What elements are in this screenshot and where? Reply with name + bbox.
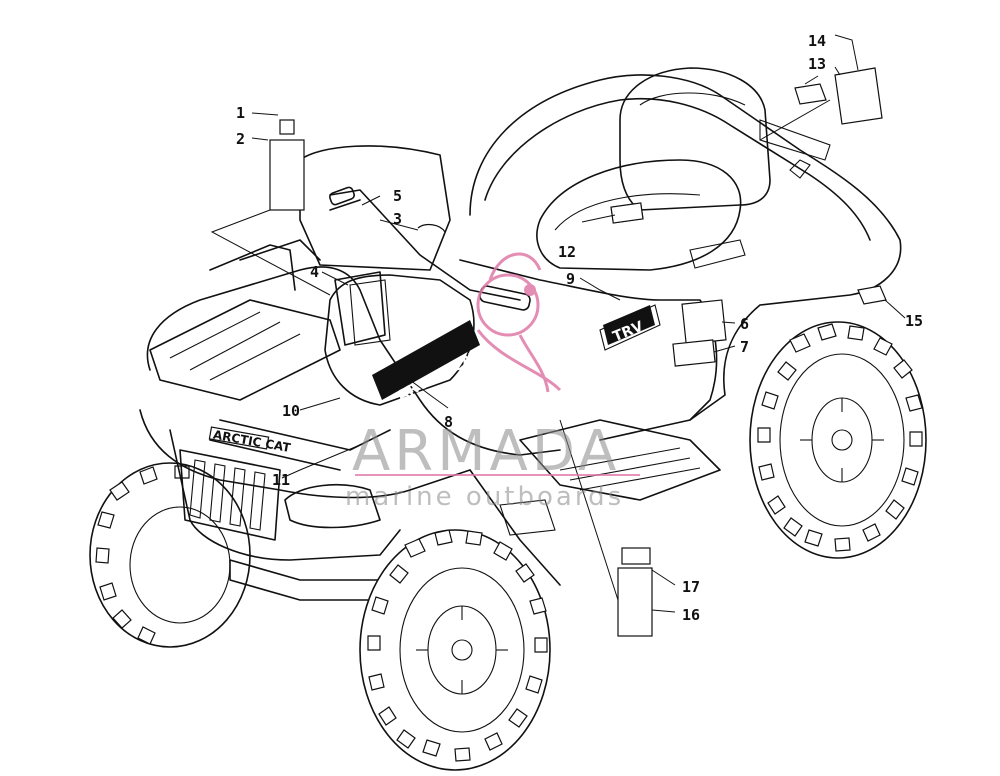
decal-13 — [794, 83, 827, 105]
callout-9: 9 — [566, 270, 575, 288]
decal-17 — [621, 547, 651, 565]
callout-6: 6 — [740, 315, 749, 333]
callout-17: 17 — [682, 578, 700, 596]
decal-2 — [269, 139, 305, 211]
callout-5: 5 — [393, 187, 402, 205]
callout-15: 15 — [905, 312, 923, 330]
decal-14 — [834, 67, 883, 125]
callout-2: 2 — [236, 130, 245, 148]
callout-11: 11 — [272, 471, 290, 489]
decal-7 — [672, 339, 716, 367]
callout-12: 12 — [558, 243, 576, 261]
callout-1: 1 — [236, 104, 245, 122]
callout-14: 14 — [808, 32, 826, 50]
tank-decal: ARCTIC CAT — [372, 320, 483, 405]
callout-7: 7 — [740, 338, 749, 356]
decal-1 — [279, 119, 295, 135]
callout-8: 8 — [444, 413, 453, 431]
decal-15 — [857, 285, 887, 305]
callout-10: 10 — [282, 402, 300, 420]
callout-labels: 1 2 3 4 5 6 7 8 9 10 11 12 13 14 15 16 1… — [236, 32, 923, 624]
side-badge-decal: TRV — [603, 305, 655, 345]
callout-16: 16 — [682, 606, 700, 624]
grille-badge-text: ARCTIC CAT — [212, 428, 292, 456]
decal-12 — [610, 202, 644, 224]
decal-6 — [681, 299, 727, 345]
leader-lines — [210, 34, 906, 613]
decal-pieces — [269, 67, 887, 637]
front-right-tire — [359, 529, 551, 771]
callout-3: 3 — [393, 210, 402, 228]
decal-16 — [617, 567, 653, 637]
watermark-subtitle: marine outboards — [345, 482, 624, 512]
watermark-title: ARMADA — [352, 419, 620, 484]
callout-13: 13 — [808, 55, 826, 73]
decal-3 — [417, 223, 446, 233]
front-left-tire — [89, 462, 251, 648]
watermark: ARMADA marine outboards — [345, 252, 640, 512]
callout-4: 4 — [310, 263, 319, 281]
rear-right-tire — [749, 321, 927, 559]
watermark-logo — [476, 252, 562, 393]
